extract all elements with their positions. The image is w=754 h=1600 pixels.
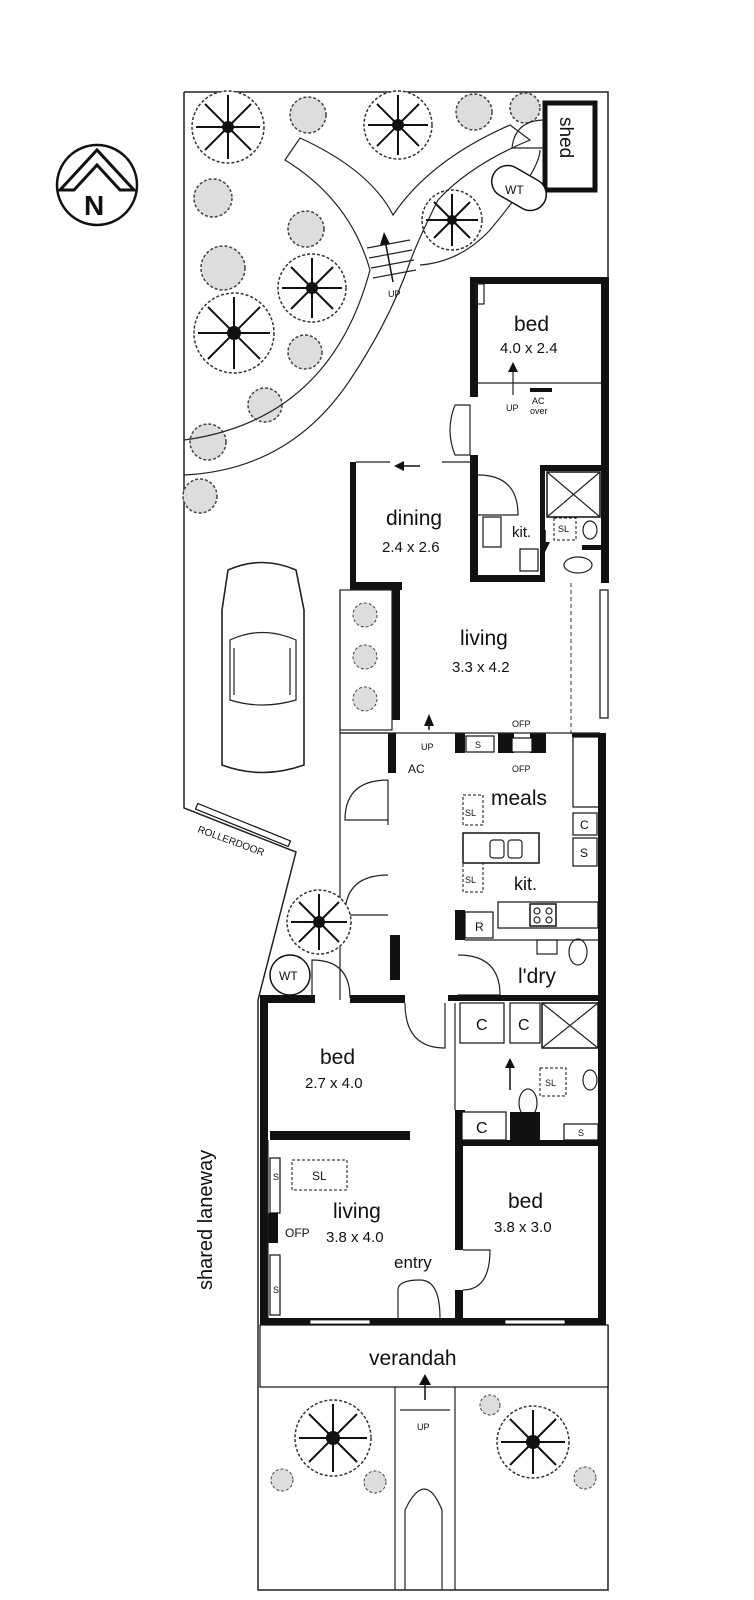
site-boundary — [183, 91, 609, 1591]
shed — [542, 100, 598, 193]
walls — [470, 277, 609, 583]
room-name: living — [460, 627, 508, 650]
svg-text:C: C — [476, 1120, 488, 1137]
water-tank: WT — [269, 954, 311, 996]
walls — [455, 733, 606, 1000]
car — [221, 561, 305, 774]
svg-text:WT: WT — [279, 969, 298, 983]
svg-text:S: S — [580, 846, 588, 860]
svg-text:SL: SL — [545, 1078, 556, 1088]
garden-path — [419, 149, 541, 266]
room-dims: 3.8 x 3.0 — [494, 1219, 552, 1236]
room-dims: 3.3 x 4.2 — [452, 659, 510, 676]
up-arrow — [384, 239, 394, 283]
svg-text:S: S — [273, 1172, 279, 1182]
shrub — [270, 1394, 597, 1494]
room-name: living — [333, 1200, 381, 1223]
room-name: dining — [386, 507, 442, 530]
shrub — [182, 92, 541, 514]
tree — [294, 1399, 372, 1477]
svg-text:OFP: OFP — [512, 719, 531, 729]
room-name: meals — [491, 787, 547, 810]
tree — [191, 90, 265, 164]
room-name: kit. — [514, 874, 537, 894]
tree — [286, 889, 352, 955]
north-compass-icon: N — [55, 143, 139, 227]
room-name: kit. — [512, 524, 531, 541]
room-dims: 2.4 x 2.6 — [382, 539, 440, 556]
room-name: bed — [508, 1190, 543, 1213]
tree — [193, 292, 275, 374]
water-tank: WT — [490, 164, 548, 212]
tree — [363, 90, 433, 160]
room-name: bed — [514, 313, 549, 336]
laneway-label: shared laneway — [195, 1150, 217, 1290]
room-dims: 3.8 x 4.0 — [326, 1229, 384, 1246]
tree — [421, 189, 483, 251]
room-name: bed — [320, 1046, 355, 1069]
svg-text:UP: UP — [417, 1422, 430, 1432]
svg-text:AC: AC — [408, 762, 425, 776]
svg-text:OFP: OFP — [285, 1226, 310, 1240]
svg-text:UP: UP — [421, 742, 434, 752]
svg-text:S: S — [475, 740, 481, 750]
garden-path — [183, 124, 532, 476]
rollerdoor — [194, 802, 292, 848]
svg-text:UP: UP — [506, 403, 519, 413]
room-name: l'dry — [518, 965, 556, 988]
room-name: verandah — [369, 1347, 457, 1370]
svg-text:R: R — [475, 920, 484, 934]
svg-text:AC: AC — [532, 396, 545, 406]
svg-text:SL: SL — [312, 1169, 327, 1183]
svg-text:C: C — [518, 1017, 530, 1034]
tree — [496, 1405, 570, 1479]
svg-text:WT: WT — [505, 183, 524, 197]
svg-text:C: C — [580, 818, 589, 832]
svg-text:over: over — [530, 406, 548, 416]
svg-text:S: S — [578, 1128, 584, 1138]
up-label: UP — [388, 289, 401, 299]
svg-text:S: S — [273, 1285, 279, 1295]
room-dims: 2.7 x 4.0 — [305, 1075, 363, 1092]
svg-text:SL: SL — [558, 524, 569, 534]
svg-text:C: C — [476, 1017, 488, 1034]
walls — [350, 462, 402, 720]
verandah — [259, 1324, 609, 1388]
svg-text:SL: SL — [465, 808, 476, 818]
svg-text:OFP: OFP — [512, 764, 531, 774]
shed-label: shed — [555, 117, 576, 158]
room-name: entry — [394, 1253, 432, 1272]
svg-text:SL: SL — [465, 875, 476, 885]
room-dims: 4.0 x 2.4 — [500, 340, 558, 357]
walls — [260, 995, 606, 1325]
svg-text:N: N — [84, 190, 104, 221]
walls — [388, 733, 602, 773]
tree — [277, 253, 347, 323]
